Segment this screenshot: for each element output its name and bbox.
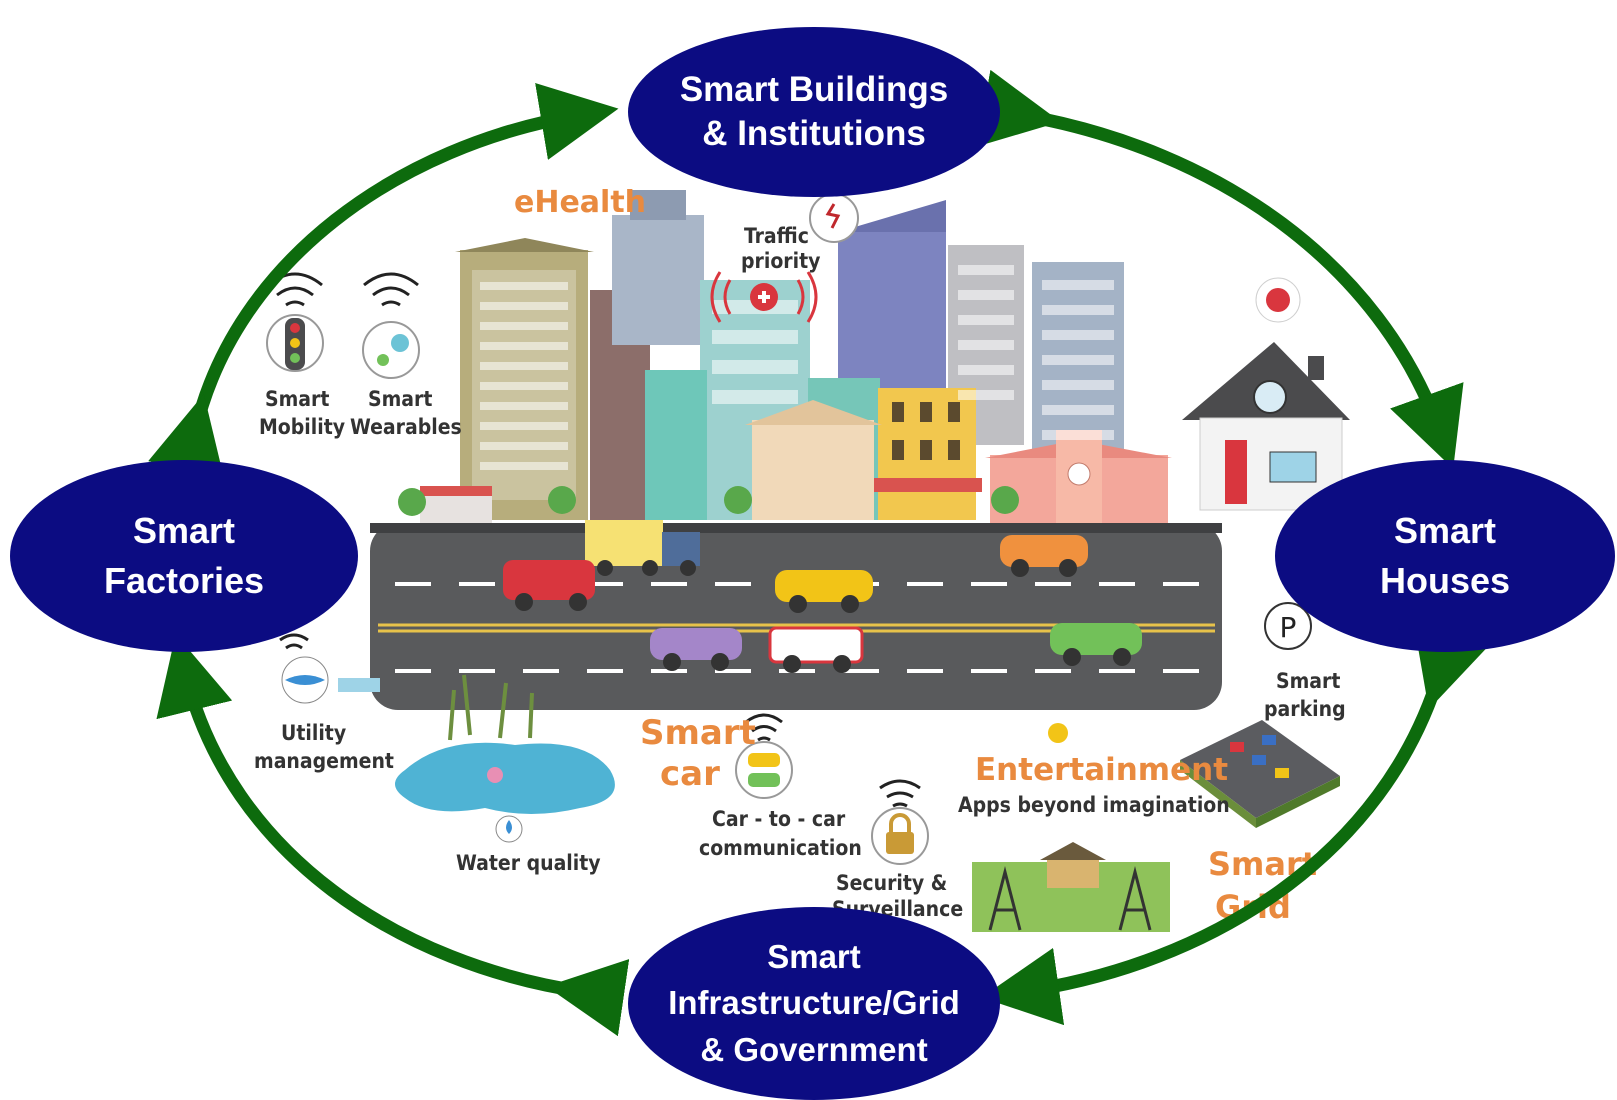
power-grid-illustration (972, 842, 1170, 932)
svg-text:P: P (1280, 611, 1297, 644)
mobility-label-2: Mobility (259, 415, 345, 439)
utility-label-2: management (254, 749, 394, 773)
security-label-1: Security & (836, 871, 947, 895)
smart-house-illustration (1182, 277, 1350, 511)
bulb-icon (1048, 723, 1068, 743)
entertainment-label: Entertainment (975, 752, 1228, 788)
utility-illustration (281, 656, 380, 704)
car-to-car-icon (735, 741, 793, 799)
arrow-factories-buildings (148, 82, 619, 479)
ehealth-label: eHealth (514, 185, 646, 220)
wearables-label-2: Wearables (350, 415, 462, 439)
wearables-label-1: Smart (368, 387, 432, 411)
yellow-building-windows (892, 402, 960, 460)
cycle-arrows (148, 69, 1489, 1037)
node-smart-buildings-line2: & Institutions (702, 114, 926, 153)
traffic-priority-icon (809, 193, 859, 243)
car-to-car-label-1: Car - to - car (712, 807, 846, 831)
smart-car-label-2: car (660, 754, 720, 794)
arrow-buildings-houses (976, 69, 1464, 469)
parking-label-1: Smart (1276, 669, 1340, 693)
traffic-label-2: priority (741, 249, 820, 273)
water-quality-label: Water quality (456, 851, 601, 875)
road (370, 523, 1222, 710)
mobility-label-1: Smart (265, 387, 329, 411)
parking-label-2: parking (1264, 697, 1346, 721)
node-smart-houses-line2: Houses (1379, 560, 1511, 601)
node-smart-infrastructure: Smart Infrastructure/Grid & Government (628, 907, 1000, 1100)
arrow-houses-infrastructure (981, 623, 1489, 1026)
node-smart-infrastructure-line1: Smart (767, 938, 861, 976)
node-smart-houses-line1: Smart (1393, 509, 1497, 551)
node-smart-buildings: Smart Buildings & Institutions (628, 27, 1000, 197)
security-lock-icon (871, 807, 929, 865)
arrow-infrastructure-factories (156, 634, 630, 1037)
node-smart-infrastructure-line3: & Government (700, 1030, 928, 1068)
node-smart-infrastructure-line2: Infrastructure/Grid (668, 984, 960, 1022)
node-smart-buildings-line1: Smart Buildings (679, 70, 949, 110)
traffic-label-1: Traffic (744, 224, 809, 248)
node-smart-factories-line2: Factories (103, 560, 265, 601)
trees (398, 486, 1019, 516)
apps-label: Apps beyond imagination (958, 793, 1230, 817)
node-smart-factories: Smart Factories (10, 460, 358, 652)
node-smart-factories-line1: Smart (132, 509, 236, 551)
node-smart-houses: Smart Houses (1275, 460, 1615, 652)
smart-car-label-1: Smart (640, 713, 756, 753)
utility-label-1: Utility (281, 721, 346, 745)
wearables-icon (362, 321, 420, 379)
mobility-icon (266, 314, 324, 372)
car-to-car-label-2: communication (699, 836, 862, 860)
